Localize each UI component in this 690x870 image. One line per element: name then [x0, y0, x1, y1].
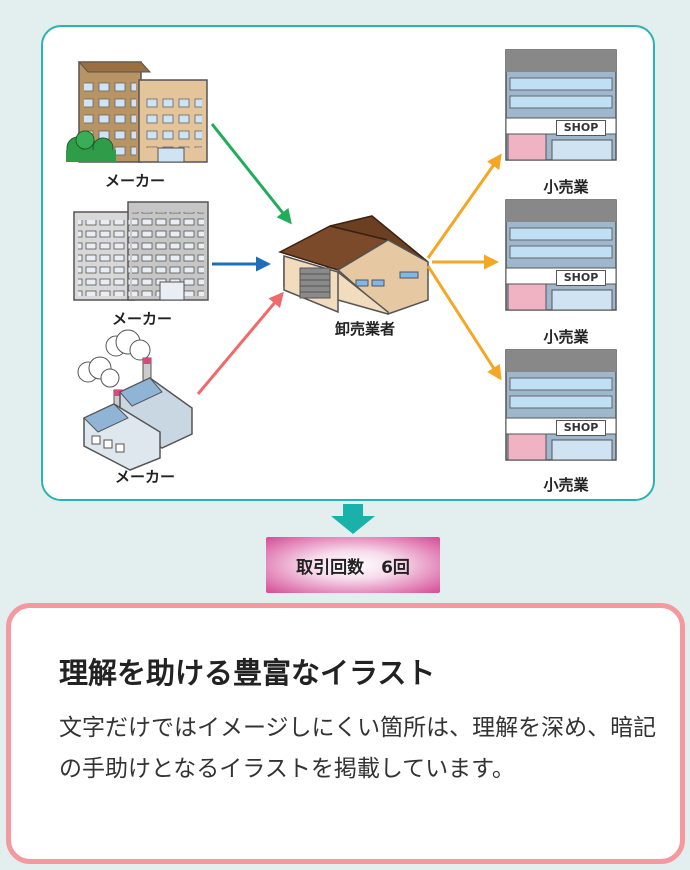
arrow-wholesaler-to-retail-1: [426, 153, 502, 259]
feature-card: 理解を助ける豊富なイラスト 文字だけではイメージしにくい箇所は、理解を深め、暗記…: [6, 603, 685, 864]
arrow-manufacturer-1-to-wholesaler: [210, 123, 292, 225]
retail-label-2: 小売業: [543, 328, 589, 346]
retail-store-2: [505, 199, 617, 311]
arrow-manufacturer-3-to-wholesaler: [196, 291, 284, 395]
shop-sign-1: SHOP: [556, 120, 606, 136]
retail-label-1: 小売業: [543, 178, 589, 196]
manufacturer-label-2: メーカー: [111, 310, 172, 328]
transaction-count-badge: 取引回数 6回: [266, 537, 440, 593]
manufacturer-building-2: [73, 201, 209, 301]
shop-sign-2: SHOP: [556, 270, 606, 286]
manufacturer-factory-3: [77, 329, 193, 471]
wholesaler-label: 卸売業者: [334, 320, 395, 338]
retail-label-3: 小売業: [543, 476, 589, 494]
shop-sign-3: SHOP: [556, 420, 606, 436]
manufacturer-label-3: メーカー: [114, 468, 175, 486]
manufacturer-label-1: メーカー: [104, 172, 165, 190]
retail-store-3: [505, 349, 617, 461]
arrow-wholesaler-to-retail-3: [426, 265, 502, 381]
down-arrow: [331, 504, 375, 534]
retail-store-1: [505, 49, 617, 161]
feature-card-title: 理解を助ける豊富なイラスト: [59, 656, 436, 690]
distribution-diagram: [66, 49, 617, 534]
feature-card-body: 文字だけではイメージしにくい箇所は、理解を深め、暗記の手助けとなるイラストを掲載…: [59, 715, 657, 782]
wholesaler-warehouse: [278, 215, 429, 315]
manufacturer-building-1: [66, 61, 208, 163]
